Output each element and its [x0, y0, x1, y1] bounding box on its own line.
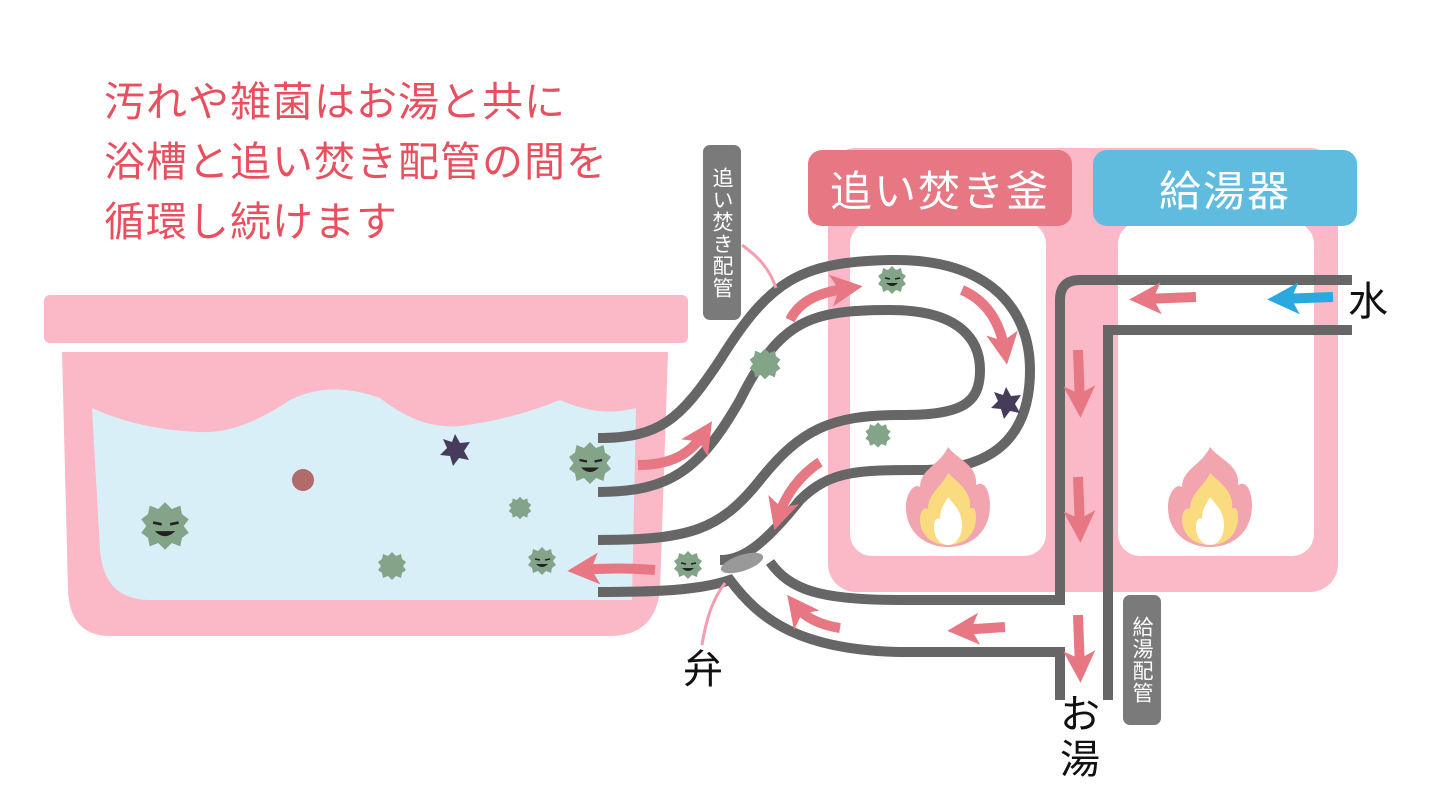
bath-water — [92, 389, 636, 600]
hot-water-outlet-label-1: お — [1060, 692, 1100, 738]
valve-label: 弁 — [683, 647, 723, 693]
reheat-pipe-tag: 追い焚き配管 — [703, 145, 741, 320]
flow-arrows — [567, 274, 1197, 683]
bathtub-rim — [44, 295, 688, 343]
headline-line-2: 浴槽と追い焚き配管の間を — [104, 138, 608, 186]
valve-pointer — [700, 582, 727, 646]
valve — [720, 552, 764, 574]
bathtub — [44, 295, 688, 636]
headline-line-1: 汚れや雑菌はお湯と共に — [104, 78, 566, 126]
reheat-boiler-label: 追い焚き釜 — [808, 150, 1072, 226]
hot-water-pipe-tag: 給湯配管 — [1123, 595, 1161, 725]
headline-line-3: 循環し続けます — [104, 198, 398, 246]
germ-icons — [141, 266, 1021, 580]
reheat-pipe-pointer — [741, 243, 778, 289]
hot-water-outlet-label-2: 湯 — [1060, 737, 1100, 783]
water-heater-label: 給湯器 — [1093, 150, 1357, 226]
headline: 汚れや雑菌はお湯と共に 浴槽と追い焚き配管の間を 循環し続けます — [104, 72, 608, 252]
reheat-pipe — [597, 254, 1352, 700]
cold-water-arrow — [1267, 282, 1334, 315]
water-inlet-label: 水 — [1348, 279, 1388, 325]
